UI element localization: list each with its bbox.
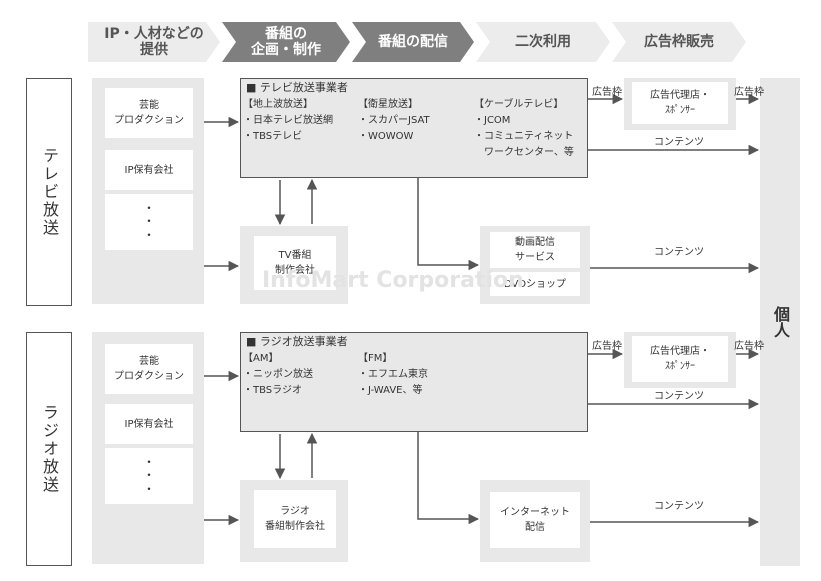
radio-fm-item: ・J-WAVE、等: [358, 385, 423, 396]
stage-label: 番組の配信: [378, 33, 448, 50]
tv-geino-box: 芸能 プロダクション: [105, 88, 193, 138]
tv-broadcaster-title: ■ テレビ放送事業者: [246, 81, 348, 94]
stage-label: 番組の: [265, 25, 307, 42]
stage-label: 広告枠販売: [644, 33, 714, 50]
tv-terrestrial-header: 【地上波放送】: [243, 99, 313, 110]
radio-contents-label: コンテンツ: [654, 391, 704, 402]
dvd-shop-box: DVDショップ: [490, 272, 580, 296]
radio-broadcaster-box: [240, 332, 588, 432]
stage-label: 提供: [139, 42, 168, 58]
radio-geino-box: 芸能 プロダクション: [105, 344, 193, 394]
tv-broadcaster-box: [240, 78, 588, 178]
tv-cable-item: ・JCOM: [474, 115, 511, 126]
radio-fm-header: 【FM】: [358, 353, 393, 364]
tv-agency-box: 広告代理店・ ｽﾎﾟﾝｻｰ: [632, 82, 728, 124]
radio-ad-slot-label-right: 広告枠: [734, 341, 764, 352]
radio-agency-box: 広告代理店・ ｽﾎﾟﾝｻｰ: [632, 336, 728, 382]
radio-am-item: ・ニッポン放送: [243, 369, 313, 380]
stage-ad-sales: 広告枠販売: [612, 22, 746, 62]
tv-cable-item: ・コミュニティネット: [474, 131, 574, 142]
section-label-tv: テレビ放送: [26, 78, 72, 306]
tv-cable-item: ワークセンター、等: [484, 147, 574, 158]
radio-more-dots: ・・・: [105, 448, 193, 504]
tv-cable-header: 【ケーブルテレビ】: [474, 99, 564, 110]
radio-ad-slot-label: 広告枠: [592, 341, 622, 352]
tv-more-dots: ・・・: [105, 194, 193, 250]
watermark: InfoMart Corporation: [262, 268, 524, 293]
radio-am-item: ・TBSラジオ: [243, 385, 302, 396]
stage-ip-provision: IP・人材などの提供: [88, 22, 220, 62]
tv-ad-slot-label-right: 広告枠: [734, 87, 764, 98]
tv-satellite-header: 【衛星放送】: [358, 99, 418, 110]
tv-secondary-contents-label: コンテンツ: [654, 247, 704, 258]
radio-producer-box: ラジオ 番組制作会社: [254, 490, 336, 548]
stage-planning: 番組の企画・制作: [222, 22, 350, 62]
tv-satellite-item: ・WOWOW: [358, 131, 414, 142]
video-service-box: 動画配信 サービス: [490, 232, 580, 268]
stage-label: 二次利用: [515, 33, 571, 50]
tv-satellite-item: ・スカパーJSAT: [358, 115, 430, 126]
tv-terrestrial-item: ・TBSテレビ: [243, 131, 303, 142]
tv-ad-slot-label: 広告枠: [592, 87, 622, 98]
radio-secondary-contents-label: コンテンツ: [654, 501, 704, 512]
tv-terrestrial-item: ・日本テレビ放送網: [243, 115, 333, 126]
stage-distribution: 番組の配信: [352, 22, 474, 62]
tv-contents-label: コンテンツ: [654, 137, 704, 148]
tv-ip-box: IP保有会社: [105, 150, 193, 190]
radio-ip-box: IP保有会社: [105, 404, 193, 444]
section-label-radio: ラジオ放送: [26, 332, 72, 566]
stage-label: 企画・制作: [251, 42, 321, 58]
internet-distribution-box: インターネット 配信: [490, 492, 580, 548]
radio-broadcaster-title: ■ ラジオ放送事業者: [246, 335, 348, 348]
individual-column: 個人: [760, 78, 800, 566]
stage-secondary-use: 二次利用: [476, 22, 610, 62]
radio-fm-item: ・エフエム東京: [358, 369, 428, 380]
tv-producer-box: TV番組 制作会社: [254, 236, 336, 290]
radio-am-header: 【AM】: [243, 353, 279, 364]
stage-label: IP・人材などの: [104, 25, 204, 42]
